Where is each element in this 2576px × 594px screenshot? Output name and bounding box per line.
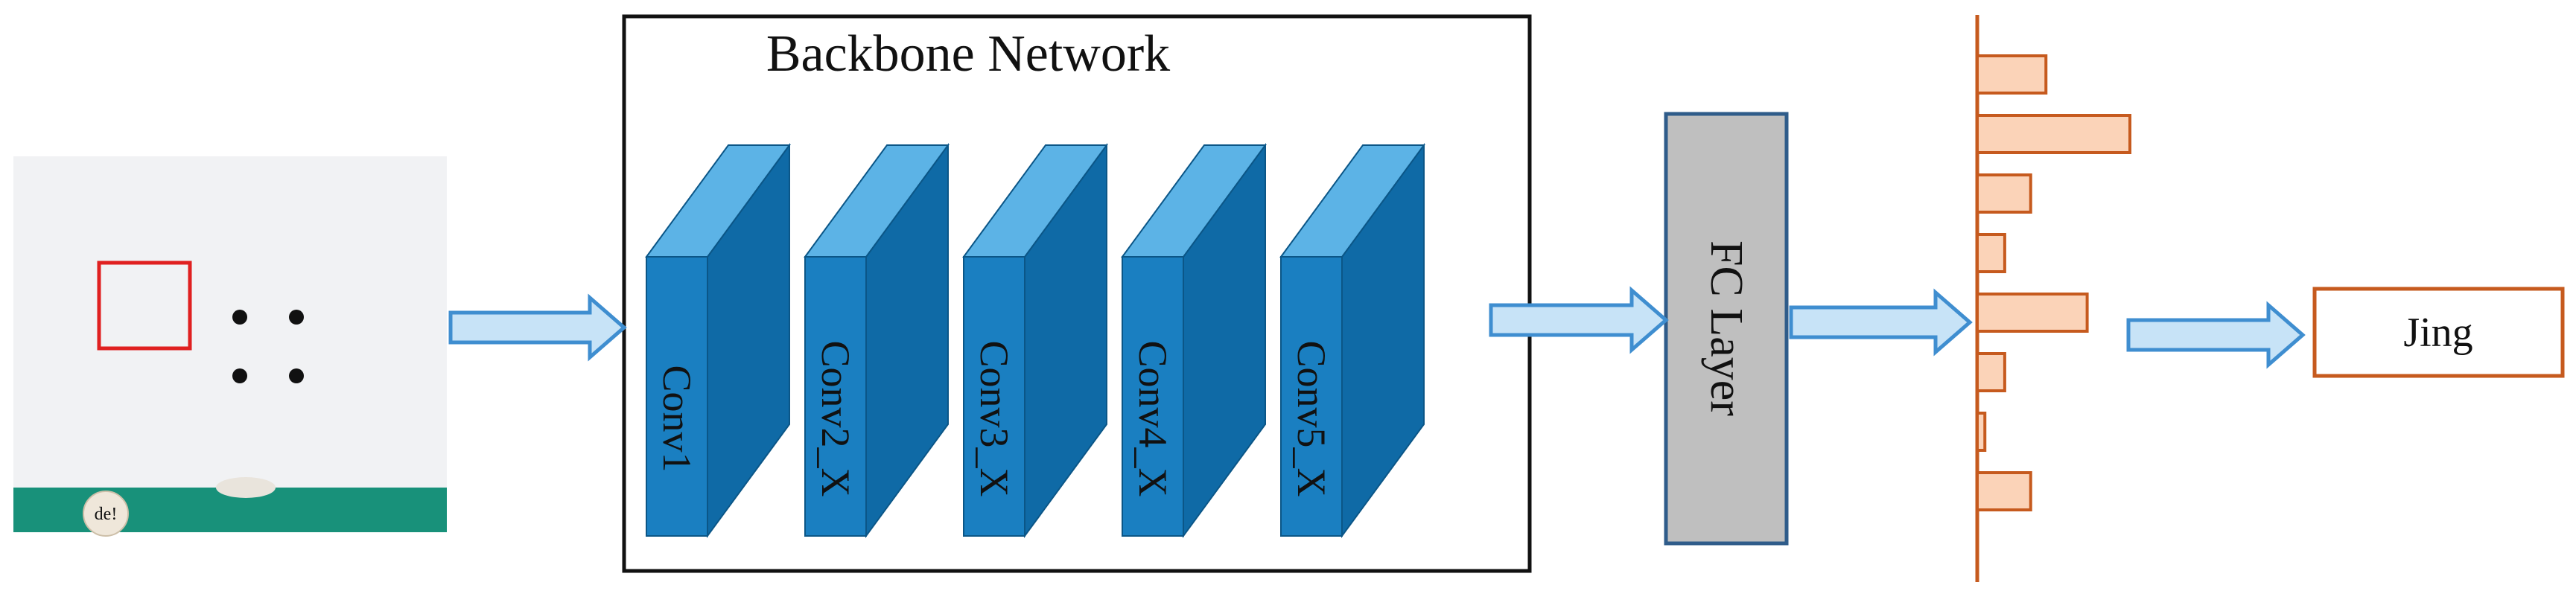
backbone-layer-block: Conv3_X <box>962 142 1108 539</box>
flow-arrow <box>1789 288 1973 357</box>
fc-layer: FC Layer <box>1664 112 1789 546</box>
layer-front-face <box>804 256 867 537</box>
flow-arrow <box>2126 301 2306 369</box>
flow-arrow <box>448 293 627 362</box>
input-image-background <box>13 156 447 532</box>
flow-arrows <box>448 286 2306 369</box>
output-histogram <box>1975 15 2131 582</box>
backbone-layers: Conv1 Conv2_X Conv3_X Conv4_X Conv5_X <box>645 142 1425 539</box>
layer-front-face <box>1280 256 1343 537</box>
backbone-layer-block: Conv1 <box>645 142 791 539</box>
histogram-bar <box>1976 233 2006 273</box>
layer-label: Conv5_X <box>1289 340 1334 496</box>
flow-arrow <box>1489 286 1669 354</box>
input-image: de! <box>13 156 447 537</box>
histogram-bar <box>1976 54 2048 95</box>
layer-label: Conv2_X <box>813 340 858 496</box>
layer-front-face <box>963 256 1025 537</box>
layer-label: Conv4_X <box>1130 340 1175 496</box>
fc-layer-label: FC Layer <box>1701 240 1752 416</box>
backbone-layer-block: Conv4_X <box>1121 142 1267 539</box>
histogram-bar <box>1976 173 2032 214</box>
input-badge-text: de! <box>95 505 118 524</box>
input-dot <box>289 310 304 325</box>
backbone-layer-block: Conv5_X <box>1279 142 1425 539</box>
backbone-layer-block: Conv2_X <box>804 142 950 539</box>
input-badge <box>83 491 129 537</box>
output-result: Jing <box>2312 287 2565 378</box>
histogram-bar <box>1976 352 2006 392</box>
histogram-bar <box>1976 412 1987 452</box>
output-label: Jing <box>2403 310 2472 356</box>
backbone-frame <box>622 14 1532 573</box>
layer-label: Conv3_X <box>972 340 1017 496</box>
layer-front-face <box>1122 256 1184 537</box>
histogram-bar <box>1976 471 2032 511</box>
layer-front-face <box>646 256 708 537</box>
histogram-bar <box>1976 114 2131 154</box>
input-dot <box>232 368 247 383</box>
input-dot <box>289 368 304 383</box>
output-box <box>2312 287 2565 378</box>
input-blob <box>216 477 276 498</box>
layer-label: Conv1 <box>655 365 699 472</box>
input-red-box <box>97 261 192 351</box>
fc-layer-box <box>1664 112 1789 546</box>
histogram-bar <box>1976 293 2089 333</box>
input-dot <box>232 310 247 325</box>
backbone-title: Backbone Network <box>766 25 1170 83</box>
